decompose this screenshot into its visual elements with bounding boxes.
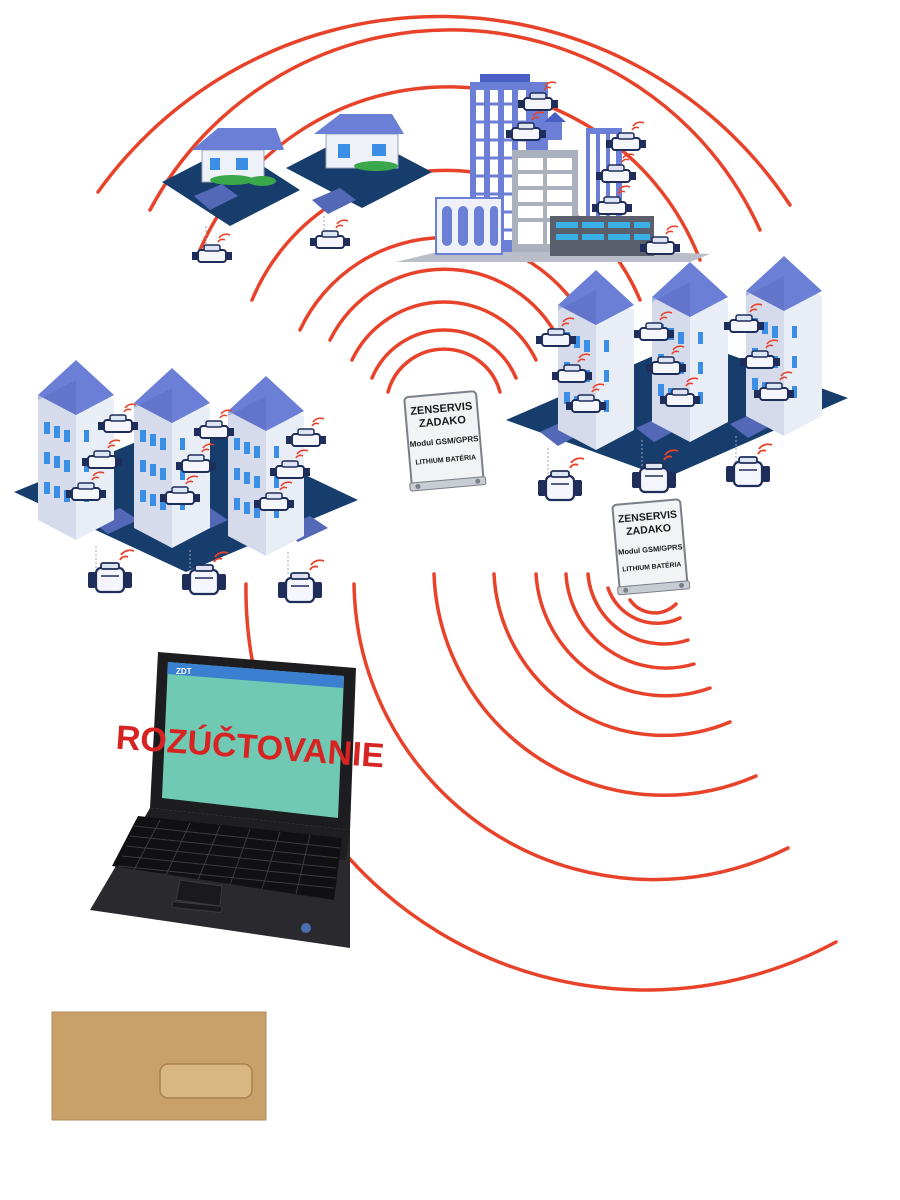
- module-model: ZADAKO: [626, 522, 672, 538]
- module-brand: ZENSERVIS: [410, 400, 473, 417]
- house-2: [286, 114, 432, 249]
- gsm-module-icon: ZENSERVIS ZADAKO Modul GSM/GPRS LITHIUM …: [403, 390, 487, 492]
- waves-bottom-module: [244, 572, 838, 992]
- arcade-building: [435, 197, 503, 255]
- house-1: [162, 128, 300, 263]
- city-skyline-icon: [396, 74, 710, 262]
- envelope-icon: [51, 1011, 267, 1121]
- module-brand: ZENSERVIS: [617, 509, 677, 526]
- house-icon: [162, 114, 432, 263]
- signal-waves: [96, 14, 838, 992]
- glass-building: [550, 216, 654, 256]
- gsm-module-icon: ZENSERVIS ZADAKO Modul GSM/GPRS LITHIUM …: [611, 498, 691, 596]
- keyboard: [112, 816, 342, 900]
- envelope-window: [159, 1063, 253, 1099]
- module-model: ZADAKO: [418, 414, 466, 430]
- app-title: ZDT: [176, 667, 192, 676]
- apartment-building-icon-left: [14, 360, 358, 604]
- laptop-icon: ZDT ROZÚČTOVANIE: [90, 652, 386, 948]
- laptop-screen: [162, 662, 344, 818]
- apartment-building-icon-right: [506, 256, 848, 502]
